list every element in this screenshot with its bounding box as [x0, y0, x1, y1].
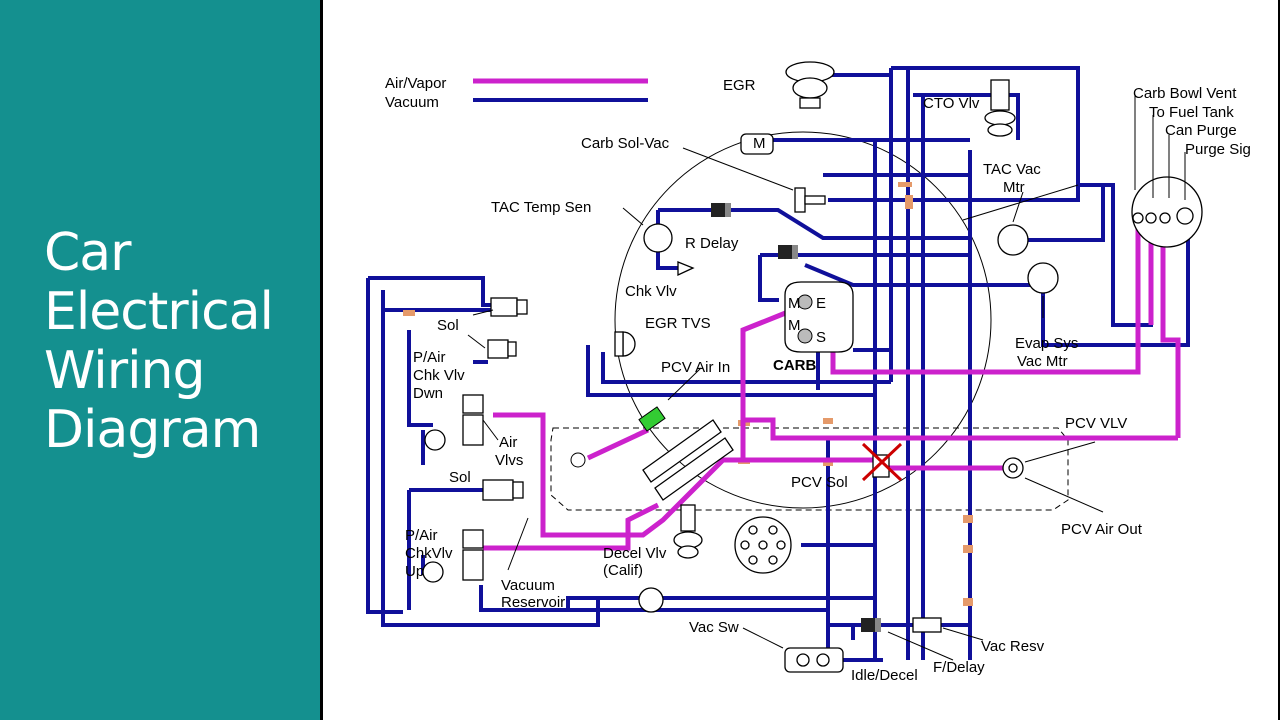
decel-valve [673, 504, 703, 559]
vacuum-lines [366, 66, 1190, 662]
label-chk-vlv: Chk Vlv [625, 283, 677, 300]
label-vac-resv: Vac Resv [981, 638, 1045, 655]
egr-tvs [614, 331, 636, 357]
pcv-solenoid [861, 442, 903, 482]
label-r-delay: R Delay [685, 235, 739, 252]
title-line-3: Wiring [44, 341, 206, 401]
pcv-air-in-valve [638, 406, 666, 432]
left-solenoids [482, 297, 528, 501]
leader-lines [467, 95, 1186, 661]
carburetor-block: M E M S CARB [773, 281, 854, 374]
breather [570, 452, 586, 468]
vapor-canister [1131, 176, 1203, 248]
label-egr: EGR [723, 77, 756, 94]
label-can-purge: Can Purge [1165, 122, 1237, 139]
label-tac-vac-2: Mtr [1003, 179, 1025, 196]
label-pcv-sol: PCV Sol [791, 474, 848, 491]
label-tac-temp-sen: TAC Temp Sen [491, 199, 591, 216]
label-evap-2: Vac Mtr [1017, 353, 1068, 370]
label-f-delay: F/Delay [933, 659, 985, 676]
label-pcv-vlv: PCV VLV [1065, 415, 1127, 432]
legend: Air/Vapor Vacuum [385, 75, 648, 111]
label-carb-bowl-vent: Carb Bowl Vent [1133, 85, 1237, 102]
carb-e: E [816, 295, 826, 312]
label-air-vlvs-2: Vlvs [495, 452, 523, 469]
label-to-fuel-tank: To Fuel Tank [1149, 104, 1234, 121]
label-vac-res-1: Vacuum [501, 577, 555, 594]
title-line-1: Car [44, 223, 132, 283]
carb-label: CARB [773, 357, 816, 374]
label-decel-vlv-1: Decel Vlv [603, 545, 667, 562]
page-title: Car Electrical Wiring Diagram [44, 224, 314, 460]
cto-valve [984, 79, 1016, 137]
vac-resv-small [912, 617, 942, 633]
air-ducts [642, 419, 734, 501]
vacuum-hose-diagram: Air/Vapor Vacuum [366, 61, 1251, 684]
r-delay-valve [711, 203, 798, 259]
label-egr-tvs: EGR TVS [645, 315, 711, 332]
evap-vac-motor [1027, 262, 1059, 294]
title-line-2: Electrical [44, 282, 274, 342]
label-tac-vac-1: TAC Vac [983, 161, 1041, 178]
legend-vacuum-label: Vacuum [385, 94, 439, 111]
carburetor-outline [614, 131, 992, 509]
label-air-vlvs-1: Air [499, 434, 517, 451]
carb-s: S [816, 329, 826, 346]
label-vac-sw: Vac Sw [689, 619, 739, 636]
air-vapor-lines [483, 225, 1181, 551]
tac-vac-motor [997, 224, 1029, 256]
label-pair-dwn-2: Chk Vlv [413, 367, 465, 384]
carb-sol-vac: M [740, 133, 826, 213]
carb-m1: M [788, 295, 801, 312]
label-pair-up-2: ChkVlv [405, 545, 453, 562]
label-sol-mid: Sol [449, 469, 471, 486]
label-pcv-air-in: PCV Air In [661, 359, 730, 376]
pcv-valve [1002, 457, 1024, 479]
idle-decel-switch [784, 647, 844, 673]
label-vac-res-2: Reservoir [501, 594, 565, 611]
egr-valve [785, 61, 835, 109]
component-labels: EGR CTO Vlv Carb Sol-Vac TAC Temp Sen R … [405, 77, 1251, 684]
label-pair-dwn-1: P/Air [413, 349, 446, 366]
label-purge-sig: Purge Sig [1185, 141, 1251, 158]
diagram-frame: Air/Vapor Vacuum [320, 0, 1280, 720]
f-delay-valve [861, 618, 881, 632]
label-pair-up-1: P/Air [405, 527, 438, 544]
title-line-4: Diagram [44, 400, 261, 460]
legend-air-label: Air/Vapor [385, 75, 446, 92]
label-pair-up-3: Up [405, 563, 424, 580]
label-pair-dwn-3: Dwn [413, 385, 443, 402]
label-sol-top: Sol [437, 317, 459, 334]
vacuum-reservoir [638, 587, 664, 613]
carb-sol-vac-m: M [753, 135, 766, 152]
tac-temp-sensor [643, 223, 673, 253]
label-cto-vlv: CTO Vlv [923, 95, 980, 112]
label-pcv-air-out: PCV Air Out [1061, 521, 1143, 538]
crankcase-outline [550, 427, 1069, 511]
label-carb-sol-vac: Carb Sol-Vac [581, 135, 670, 152]
carb-m2: M [788, 317, 801, 334]
left-check-valves [422, 394, 484, 583]
check-valve [677, 261, 695, 277]
distributor-cap [734, 516, 792, 574]
label-evap-1: Evap Sys [1015, 335, 1078, 352]
side-panel: Car Electrical Wiring Diagram [0, 0, 320, 720]
label-decel-vlv-2: (Calif) [603, 562, 643, 579]
label-idle-decel: Idle/Decel [851, 667, 918, 684]
